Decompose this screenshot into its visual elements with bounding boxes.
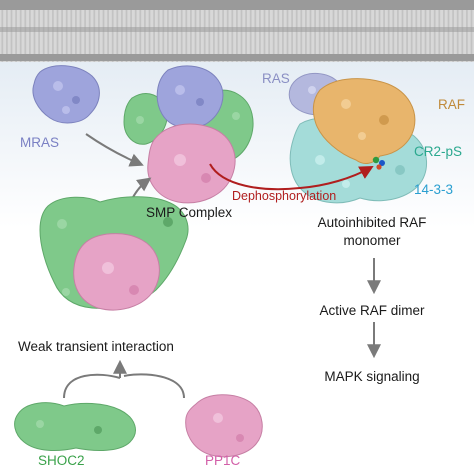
weak-transient-interaction-label: Weak transient interaction <box>18 339 174 354</box>
shoc2-protein <box>14 402 136 451</box>
smp-complex <box>123 65 254 204</box>
active-raf-dimer-label: Active RAF dimer <box>319 303 425 318</box>
cell-membrane <box>0 0 474 62</box>
pp1c-protein <box>185 394 263 458</box>
ras-label: RAS <box>262 71 290 86</box>
arrow-mras-to-smp <box>85 133 144 167</box>
autoinhibited-raf-label-line2: monomer <box>343 233 401 248</box>
smp-complex-label: SMP Complex <box>146 205 233 220</box>
mapk-signaling-label: MAPK signaling <box>324 369 420 384</box>
raf-label: RAF <box>438 97 465 112</box>
dephosphorylation-label: Dephosphorylation <box>232 189 337 203</box>
mras-label: MRAS <box>20 135 60 150</box>
raf-protein <box>312 78 416 164</box>
mras-protein <box>32 65 100 124</box>
dephosphorylation-arrow <box>209 163 374 191</box>
weak-transient-complex <box>39 196 189 311</box>
merge-arrow <box>63 359 185 399</box>
autoinhibited-raf-label-line1: Autoinhibited RAF <box>317 215 427 230</box>
pp1c-label: PP1C <box>205 453 241 468</box>
shoc2-label: SHOC2 <box>38 453 85 468</box>
cr2-ps-site <box>372 156 385 170</box>
protein-14-3-3-label: 14-3-3 <box>414 182 454 197</box>
cr2-ps-label: CR2-pS <box>414 144 463 159</box>
